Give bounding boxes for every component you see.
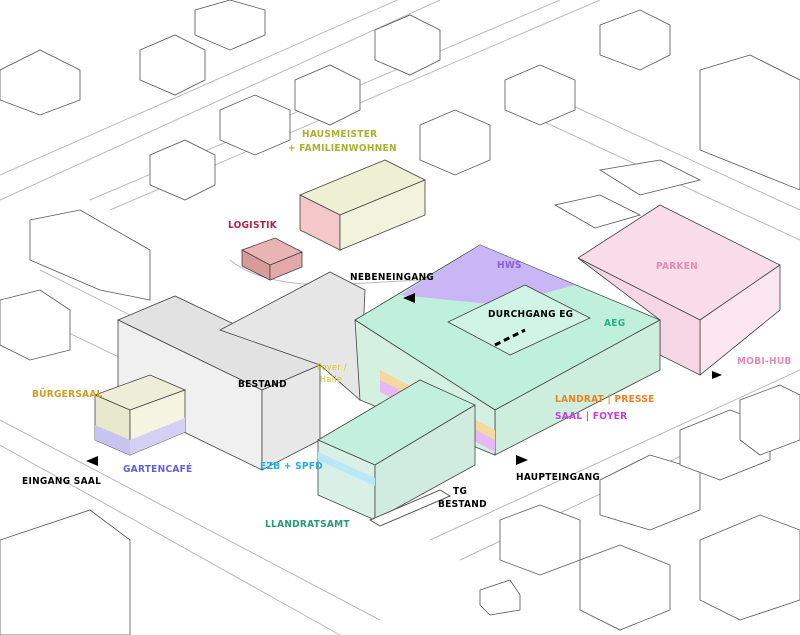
label-mobihub: MOBI-HUB [737,356,792,367]
mobihub-arrow-icon [712,371,722,379]
label-saal-foyer: SAAL | FOYER [555,411,627,422]
label-hausmeister: HAUSMEISTER [302,129,377,140]
label-landratsamt: LLANDRATSAMT [265,519,350,530]
label-aeg: AEG [604,318,625,329]
eingang-saal-arrow-icon [86,456,98,466]
haupteingang-arrow-icon [516,455,528,465]
label-eingang-saal: EINGANG SAAL [22,476,101,487]
building-landratsamt [317,379,476,521]
label-durchgang: DURCHGANG EG [488,309,573,320]
label-landrat-presse: LANDRAT | PRESSE [555,394,655,405]
label-foyer: Foyer / [317,363,347,373]
building-buergersaal [93,374,187,456]
label-ezb-spfd: EZB + SPFD [260,461,323,472]
label-hws: HWS [497,260,522,271]
label-parken: PARKEN [656,261,698,272]
label-nebeneingang: NEBENEINGANG [350,272,434,283]
label-haupteingang: HAUPTEINGANG [516,472,600,483]
building-parken [577,204,781,376]
label-buergersaal: BÜRGERSAAL [32,386,103,400]
building-hausmeister [299,159,426,251]
tg-ramp [368,489,452,527]
label-tg: TG [453,486,467,497]
building-bestand [117,271,366,471]
label-halle: Halle [320,375,342,385]
label-logistik: LOGISTIK [228,220,278,231]
building-logistik [241,237,303,281]
nebeneingang-arrow-icon [403,293,415,303]
label-bestand: BESTAND [238,379,287,390]
label-familienwohnen: + FAMILIENWOHNEN [288,143,397,154]
label-gartencafe: GARTENCAFÉ [123,462,193,475]
label-tg-bestand: BESTAND [438,499,487,510]
